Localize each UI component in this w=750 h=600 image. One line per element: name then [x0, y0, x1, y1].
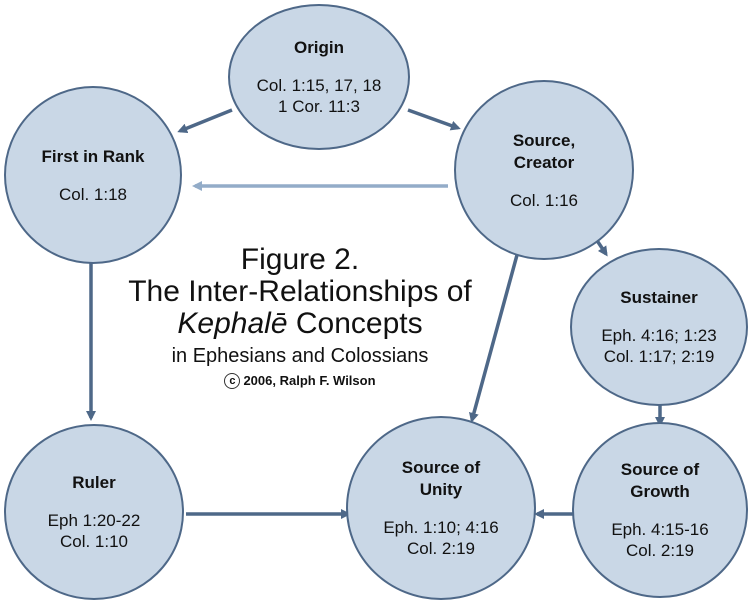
node-source-of-growth-title: Source of Growth [621, 459, 699, 503]
node-sustainer: Sustainer Eph. 4:16; 1:23 Col. 1:17; 2:1… [570, 248, 748, 406]
node-source-of-unity-title: Source of Unity [402, 457, 480, 501]
copyright-text: 2006, Ralph F. Wilson [243, 373, 376, 388]
node-ruler-refs: Eph 1:20-22 Col. 1:10 [48, 510, 141, 552]
node-ruler-title: Ruler [72, 473, 116, 492]
node-first-in-rank-ref-1: Col. 1:18 [58, 184, 128, 204]
node-ruler-ref-2: Col. 1:10 [59, 532, 129, 551]
node-source-of-growth: Source of Growth Eph. 4:15-16 Col. 2:19 [572, 422, 748, 598]
node-first-in-rank-refs: Col. 1:18 [59, 184, 127, 205]
figure-subtitle: in Ephesians and Colossians [171, 345, 429, 367]
node-source-of-unity-ref-1: Eph. 1:10; 4:16 [383, 518, 499, 537]
node-source-of-growth-title-2: Growth [630, 482, 690, 501]
node-source-of-unity-title-2: Unity [419, 480, 463, 499]
node-sustainer-ref-2: Col. 1:17; 2:19 [603, 347, 715, 366]
figure-keyword-suffix: Concepts [287, 307, 423, 340]
node-source-of-growth-ref-2: Col. 2:19 [625, 541, 695, 560]
node-source-creator-ref-1: Col. 1:16 [509, 190, 579, 210]
node-first-in-rank-title: First in Rank [41, 146, 145, 166]
node-origin-ref-1: Col. 1:15, 17, 18 [256, 76, 382, 95]
arrow-origin-to-first-in-rank [177, 108, 233, 134]
node-sustainer-title: Sustainer [620, 288, 698, 307]
arrow-origin-to-source-creator [407, 108, 461, 131]
node-source-creator: Source, Creator Col. 1:16 [454, 80, 634, 260]
node-first-in-rank: First in Rank Col. 1:18 [4, 86, 182, 264]
node-source-of-unity-ref-2: Col. 2:19 [406, 539, 476, 558]
node-source-of-growth-title-1: Source of [620, 460, 700, 479]
figure-number: Figure 2. [240, 243, 360, 276]
node-source-creator-title-2: Creator [513, 152, 575, 172]
node-source-of-unity: Source of Unity Eph. 1:10; 4:16 Col. 2:1… [346, 416, 536, 600]
node-origin: Origin Col. 1:15, 17, 18 1 Cor. 11:3 [228, 4, 410, 150]
copyright-icon: c [224, 373, 241, 389]
copyright-line: c 2006, Ralph F. Wilson [224, 370, 376, 392]
node-origin-ref-2: 1 Cor. 11:3 [278, 97, 360, 116]
node-source-of-unity-refs: Eph. 1:10; 4:16 Col. 2:19 [383, 517, 498, 559]
node-source-creator-title-1: Source, [512, 130, 576, 150]
node-source-creator-title: Source, Creator [513, 130, 575, 174]
node-origin-title: Origin [293, 38, 345, 57]
figure-title-block: Figure 2. The Inter-Relationships of Kep… [100, 244, 500, 392]
node-source-of-growth-ref-1: Eph. 4:15-16 [611, 520, 709, 539]
node-origin-refs: Col. 1:15, 17, 18 1 Cor. 11:3 [257, 75, 382, 117]
node-source-of-growth-refs: Eph. 4:15-16 Col. 2:19 [611, 519, 708, 561]
node-source-creator-refs: Col. 1:16 [510, 190, 578, 211]
node-ruler: Ruler Eph 1:20-22 Col. 1:10 [4, 424, 184, 600]
node-sustainer-refs: Eph. 4:16; 1:23 Col. 1:17; 2:19 [601, 325, 716, 367]
node-source-of-unity-title-1: Source of [401, 458, 481, 477]
node-sustainer-ref-1: Eph. 4:16; 1:23 [601, 326, 717, 345]
arrow-source-creator-to-source-of-unity [469, 254, 519, 423]
figure-keyword: Kephalē [177, 307, 288, 340]
node-ruler-ref-1: Eph 1:20-22 [47, 511, 141, 530]
figure-title-keyword-line: Kephalē Concepts [100, 308, 500, 340]
figure-title: The Inter-Relationships of [128, 275, 472, 308]
